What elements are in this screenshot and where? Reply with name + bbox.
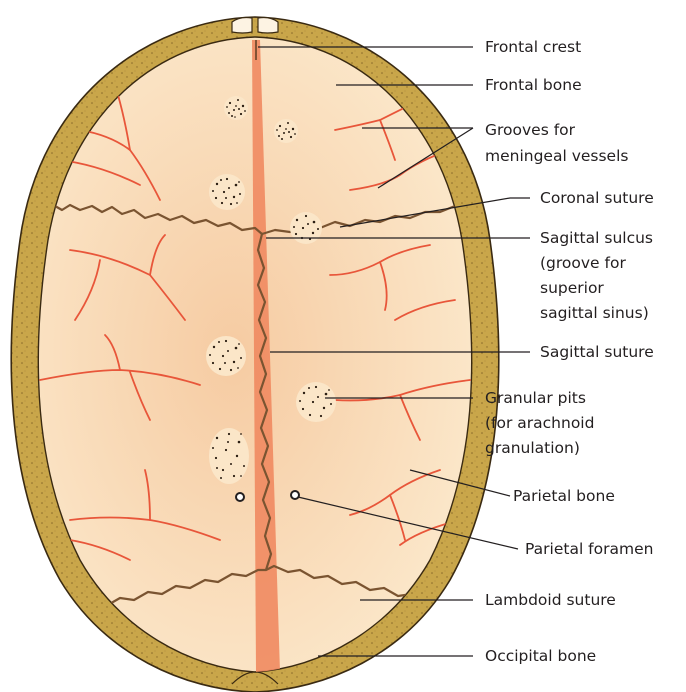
granular-pit	[206, 336, 246, 376]
parietal-foramen-right	[291, 491, 299, 499]
granular-pit	[274, 119, 298, 143]
granular-pit	[296, 382, 336, 422]
parietal-foramen-left	[236, 493, 244, 501]
label-sagittal-suture: Sagittal suture	[540, 343, 654, 361]
label-parietal-bone: Parietal bone	[513, 487, 615, 505]
label-coronal-suture: Coronal suture	[540, 189, 654, 207]
granular-pit	[224, 96, 248, 120]
label-lambdoid-suture: Lambdoid suture	[485, 591, 616, 609]
label-occipital-bone: Occipital bone	[485, 647, 596, 665]
label-parietal-foramen: Parietal foramen	[525, 540, 653, 558]
label-sagittal-sulcus: Sagittal sulcus (groove for superior sag…	[540, 229, 658, 322]
label-grooves-meningeal-vessels: Grooves for meningeal vessels	[485, 121, 628, 165]
granular-pit	[209, 428, 249, 484]
label-granular-pits: Granular pits (for arachnoid granulation…	[485, 389, 599, 457]
granular-pit	[290, 212, 322, 244]
label-frontal-crest: Frontal crest	[485, 38, 581, 56]
granular-pit	[209, 174, 245, 210]
label-frontal-bone: Frontal bone	[485, 76, 582, 94]
